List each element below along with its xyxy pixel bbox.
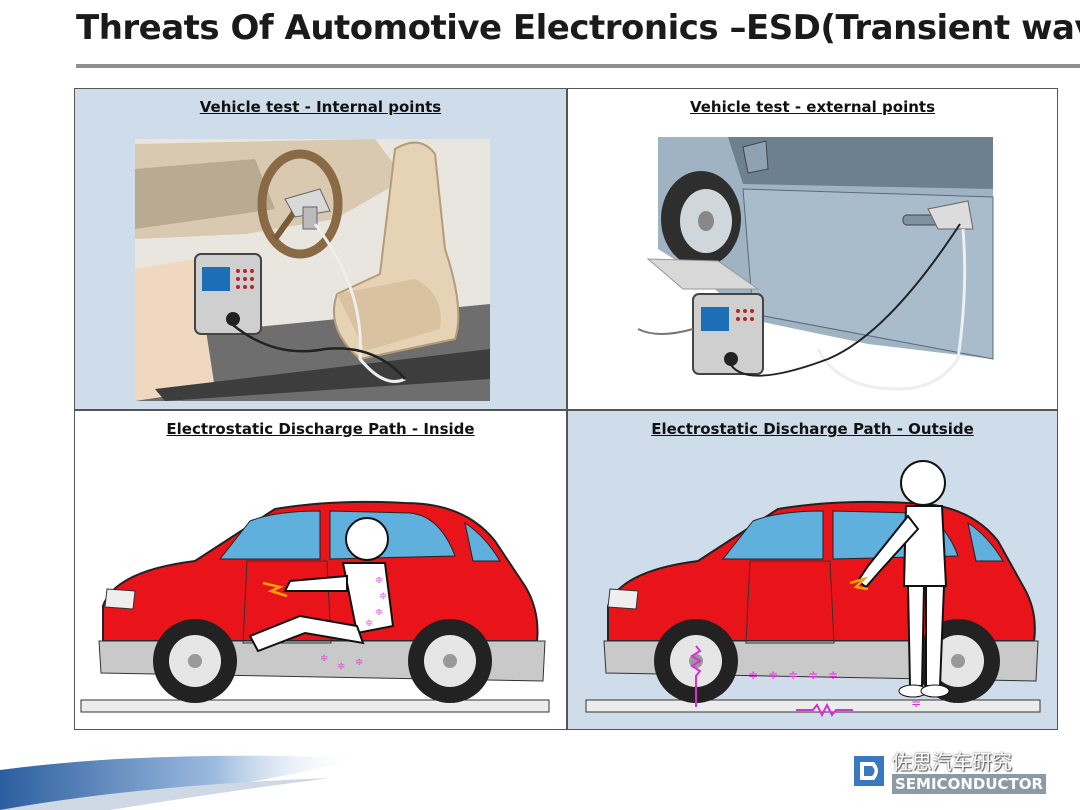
panel-vehicle-test-external: Vehicle test - external points xyxy=(568,89,1057,411)
panel-esd-path-outside: Electrostatic Discharge Path - Outside xyxy=(568,411,1057,729)
svg-text:≑: ≑ xyxy=(355,657,363,668)
svg-text:≑: ≑ xyxy=(375,607,383,618)
svg-text:≑: ≑ xyxy=(911,696,921,710)
slide-title: Threats Of Automotive Electronics –ESD(T… xyxy=(76,8,1080,48)
title-underline xyxy=(76,64,1080,68)
car-exterior-test-illustration xyxy=(637,137,994,391)
car-interior-test-illustration xyxy=(135,139,490,401)
watermark-english-text: SEMICONDUCTOR xyxy=(892,774,1047,794)
svg-text:≑: ≑ xyxy=(365,618,373,629)
decorative-swoosh xyxy=(0,755,360,810)
svg-text:≑: ≑ xyxy=(379,591,387,602)
esd-outside-car-diagram: ≑ ≑ ≑ ≑ ≑ ≑ xyxy=(585,460,1041,718)
watermark: 佐思汽车研究 SEMICONDUCTOR xyxy=(846,746,1060,802)
caption-vehicle-test-external: Vehicle test - external points xyxy=(689,98,936,116)
caption-vehicle-test-internal: Vehicle test - Internal points xyxy=(199,98,442,116)
svg-text:≑: ≑ xyxy=(375,575,383,586)
svg-text:≑: ≑ xyxy=(320,653,328,664)
svg-text:≑: ≑ xyxy=(808,668,818,682)
image-grid: Vehicle test - Internal points xyxy=(74,88,1058,730)
svg-text:≑: ≑ xyxy=(748,668,758,682)
svg-text:≑: ≑ xyxy=(337,661,345,672)
svg-text:≑: ≑ xyxy=(828,668,838,682)
svg-text:≑: ≑ xyxy=(768,668,778,682)
brand-logo-icon xyxy=(854,756,884,786)
svg-text:≑: ≑ xyxy=(788,668,798,682)
panel-esd-path-inside: Electrostatic Discharge Path - Inside xyxy=(75,411,568,729)
esd-inside-car-diagram: ≑≑≑ ≑≑≑≑ xyxy=(80,500,550,713)
watermark-chinese-text: 佐思汽车研究 xyxy=(892,750,1012,774)
caption-esd-path-outside: Electrostatic Discharge Path - Outside xyxy=(651,420,974,438)
caption-esd-path-inside: Electrostatic Discharge Path - Inside xyxy=(166,420,475,438)
panel-vehicle-test-internal: Vehicle test - Internal points xyxy=(75,89,568,411)
